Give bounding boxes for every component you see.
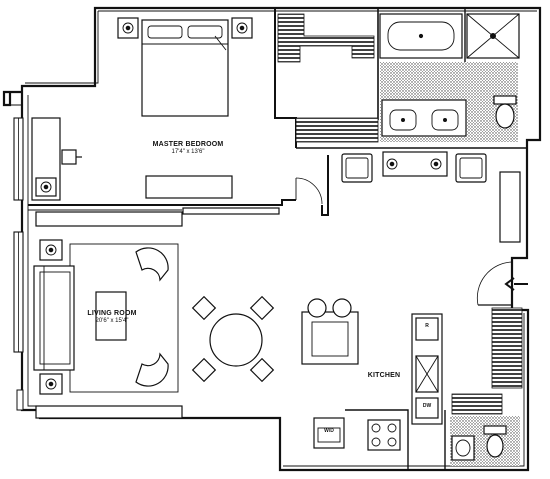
kitchen-counter	[411, 313, 443, 425]
range-stove	[367, 419, 401, 451]
sofa	[33, 265, 75, 371]
armchairs	[135, 247, 169, 387]
end-tables	[39, 239, 63, 395]
living-room-label: LIVING ROOM 20'6" x 15'4"	[80, 310, 144, 324]
bedroom-shelf	[182, 207, 280, 215]
entry-console	[499, 171, 521, 243]
washer-dryer	[313, 417, 345, 449]
left-windows	[13, 117, 24, 411]
refrigerator-tag: R	[425, 323, 429, 329]
sitting-area	[341, 151, 487, 183]
dishwasher-tag: DW	[422, 403, 432, 409]
living-room-name: LIVING ROOM	[87, 310, 137, 317]
kitchen-island	[301, 298, 359, 365]
bedroom-door	[295, 177, 323, 205]
master-bedroom-name: MASTER BEDROOM	[152, 141, 224, 148]
master-bedroom-dims: 17'4" x 13'6"	[171, 148, 205, 155]
master-bath	[379, 13, 520, 142]
bedroom-bench	[145, 175, 233, 199]
coffee-table	[95, 291, 127, 341]
closets	[277, 13, 523, 415]
bedroom-desk	[31, 117, 82, 201]
entry-door	[476, 258, 513, 306]
powder-room	[450, 416, 520, 466]
master-bed	[141, 19, 229, 117]
nightstands	[117, 17, 253, 39]
entry-arrow-icon	[504, 277, 528, 291]
media-console	[35, 405, 183, 419]
kitchen-label: KITCHEN	[356, 372, 412, 380]
kitchen-name: KITCHEN	[367, 372, 401, 379]
living-shelf-top	[35, 211, 183, 227]
living-room-dims: 20'6" x 15'4"	[95, 317, 129, 324]
master-bedroom-label: MASTER BEDROOM 17'4" x 13'6"	[142, 141, 234, 155]
interior-walls	[28, 8, 528, 470]
washer-tag: W/D	[324, 428, 334, 434]
dining-table	[191, 295, 275, 383]
